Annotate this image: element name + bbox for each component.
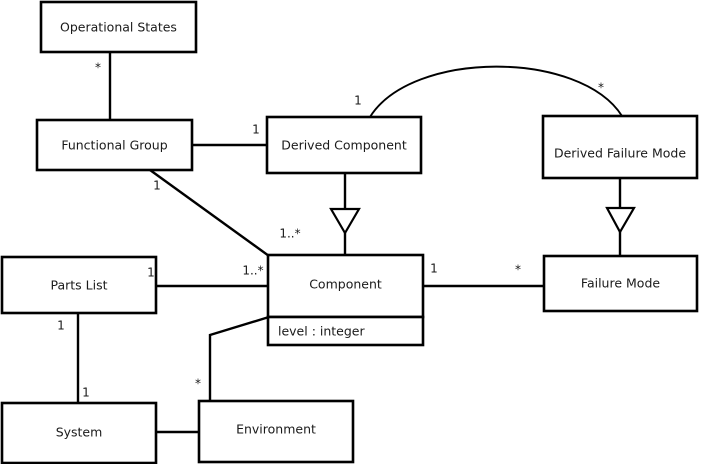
multiplicity-label-failure-mode-component-end: * <box>515 263 521 277</box>
multiplicity-label-parts-list-system-end: 1 <box>57 319 65 333</box>
class-name-operational-states: Operational States <box>60 20 177 35</box>
class-box-component[interactable]: Component level : integer <box>266 253 425 347</box>
generalization-triangle-component <box>329 207 361 236</box>
association-component-environment <box>208 315 270 401</box>
multiplicity-label-arc-derived-component-end: 1 <box>354 94 362 108</box>
class-box-operational-states[interactable]: Operational States <box>39 0 198 54</box>
class-box-rect-component-attributes <box>266 315 425 347</box>
class-name-parts-list: Parts List <box>50 278 107 293</box>
class-name-functional-group: Functional Group <box>61 138 167 153</box>
class-name-failure-mode: Failure Mode <box>581 276 660 291</box>
class-box-parts-list[interactable]: Parts List <box>0 255 158 315</box>
class-box-derived-component[interactable]: Derived Component <box>265 115 423 175</box>
class-box-rect-derived-component <box>265 115 423 175</box>
class-box-rect-functional-group <box>35 118 194 172</box>
class-name-system: System <box>56 425 103 440</box>
class-box-rect-parts-list <box>0 255 158 315</box>
class-attribute-component-level: level : integer <box>278 324 365 339</box>
class-box-rect-environment <box>197 399 355 464</box>
class-name-derived-failure-mode: Derived Failure Mode <box>554 146 686 161</box>
association-derived-component-derived-failure-mode <box>369 65 623 118</box>
multiplicity-label-environment-component-end: * <box>195 377 201 391</box>
class-name-component: Component <box>309 277 382 292</box>
multiplicity-label-functional-group-component-end: 1 <box>153 179 161 193</box>
class-box-system[interactable]: System <box>0 401 158 464</box>
multiplicity-label-component-failure-mode-end: 1 <box>430 262 438 276</box>
class-box-rect-system <box>0 401 158 464</box>
multiplicity-label-component-parts-list-end: 1..* <box>242 264 263 278</box>
multiplicity-label-derived-component-end: 1 <box>252 123 260 137</box>
multiplicity-label-operational-states: * <box>95 61 101 75</box>
class-box-rect-derived-failure-mode <box>541 114 699 180</box>
class-box-functional-group[interactable]: Functional Group <box>35 118 194 172</box>
class-box-failure-mode[interactable]: Failure Mode <box>542 254 699 313</box>
association-functional-group-component <box>149 169 270 257</box>
generalization-triangle-failure-mode <box>605 206 636 235</box>
class-box-rect-operational-states <box>39 0 198 54</box>
multiplicity-label-component-functional-group-end: 1..* <box>279 227 300 241</box>
class-box-derived-failure-mode[interactable]: Derived Failure Mode <box>541 114 699 180</box>
class-box-environment[interactable]: Environment <box>197 399 355 464</box>
class-name-environment: Environment <box>236 422 316 437</box>
class-name-derived-component: Derived Component <box>281 138 407 153</box>
multiplicity-label-arc-derived-failure-mode-end: * <box>598 81 604 95</box>
multiplicity-label-parts-list-component-end: 1 <box>147 266 155 280</box>
class-box-rect-component-name <box>266 253 425 319</box>
multiplicity-label-system-parts-list-end: 1 <box>82 386 90 400</box>
class-box-rect-failure-mode <box>542 254 699 313</box>
